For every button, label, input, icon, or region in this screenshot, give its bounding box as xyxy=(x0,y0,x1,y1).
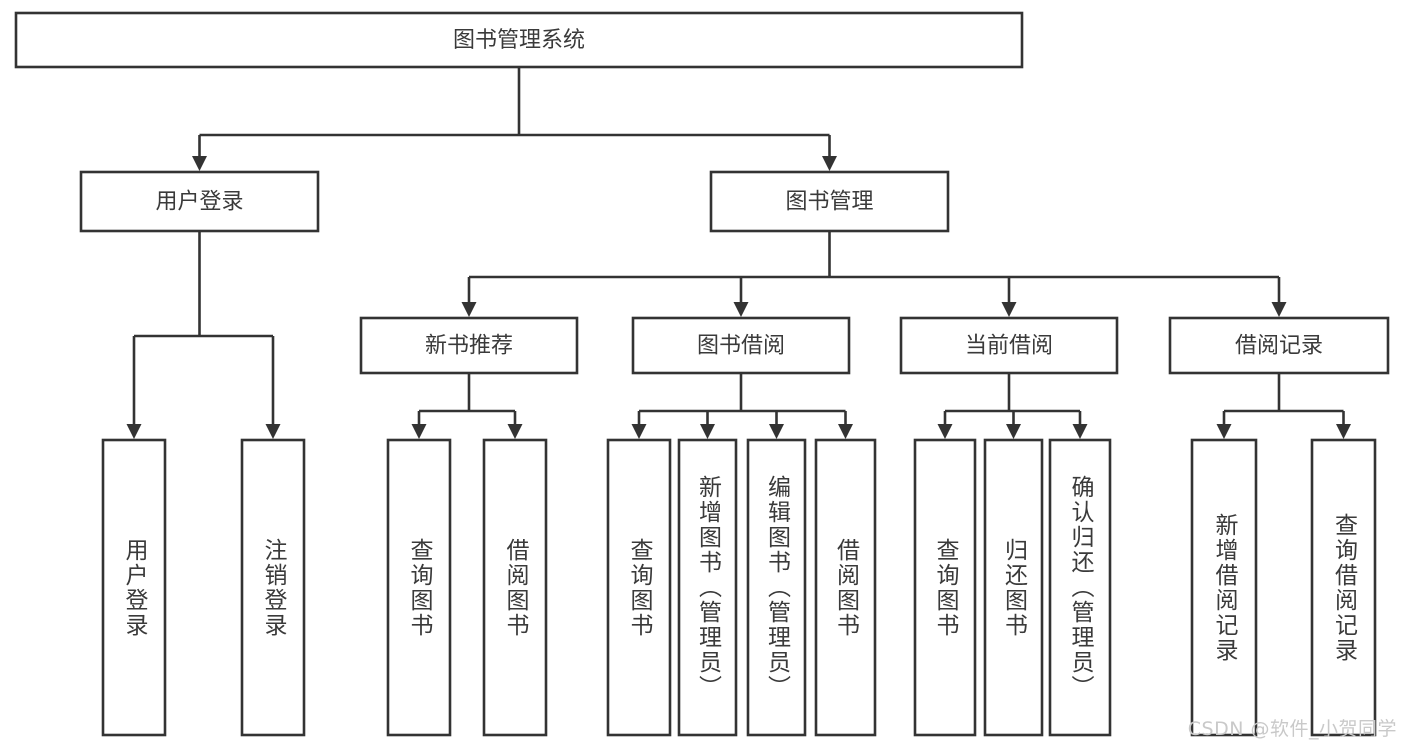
node-book-manage-box[interactable] xyxy=(709,170,950,233)
bookmanage-to-new-book-recommend-arrow-icon xyxy=(461,302,477,317)
node-leaf-add-record-box[interactable] xyxy=(1190,438,1258,737)
node-leaf-borrow-book-1-box[interactable] xyxy=(482,438,548,737)
node-borrow-record-label: 借阅记录 xyxy=(1235,334,1323,359)
node-book-manage-label: 图书管理 xyxy=(785,190,873,215)
borrow-record-to-leaf-query-record-arrow-icon xyxy=(1336,424,1351,439)
new-book-recommend-to-leaf-borrow-book-1-arrow-icon xyxy=(507,424,523,439)
node-leaf-logout-box[interactable] xyxy=(240,438,306,737)
csdn-watermark: CSDN @软件_小贺同学 xyxy=(1187,718,1397,740)
book-borrow-to-leaf-query-book-2-arrow-icon xyxy=(631,424,647,439)
current-borrow-to-leaf-return-book-arrow-icon xyxy=(1006,424,1021,439)
node-leaf-borrow-book-2-box[interactable] xyxy=(814,438,877,737)
bookmanage-to-current-borrow-arrow-icon xyxy=(1001,302,1017,317)
node-book-manage[interactable]: 图书管理 xyxy=(709,170,950,233)
node-current-borrow-box[interactable] xyxy=(899,316,1119,375)
node-new-book-recommend-box[interactable] xyxy=(359,316,579,375)
current-borrow-to-leaf-query-book-3-arrow-icon xyxy=(937,424,953,439)
node-root-box[interactable] xyxy=(14,11,1024,69)
borrow-record-to-leaf-add-record-arrow-icon xyxy=(1216,424,1232,439)
node-leaf-query-book-1-box[interactable] xyxy=(386,438,452,737)
new-book-recommend-to-leaf-query-book-1-arrow-icon xyxy=(411,424,427,439)
node-user-login[interactable]: 用户登录 xyxy=(79,170,320,233)
node-book-borrow-label: 图书借阅 xyxy=(697,334,785,359)
node-current-borrow[interactable]: 当前借阅 xyxy=(899,316,1119,375)
book-borrow-to-leaf-add-book-arrow-icon xyxy=(700,424,715,439)
node-current-borrow-label: 当前借阅 xyxy=(965,334,1053,359)
user-login-to-leaf-logout-arrow-icon xyxy=(265,424,281,439)
node-user-login-label: 用户登录 xyxy=(155,190,243,215)
user-login-to-leaf-user-login-arrow-icon xyxy=(126,424,142,439)
book-borrow-to-leaf-borrow-book-2-arrow-icon xyxy=(838,424,853,439)
node-leaf-return-book-box[interactable] xyxy=(983,438,1044,737)
node-borrow-record[interactable]: 借阅记录 xyxy=(1168,316,1390,375)
node-leaf-edit-book-box[interactable] xyxy=(746,438,807,737)
node-borrow-record-box[interactable] xyxy=(1168,316,1390,375)
node-leaf-add-book-box[interactable] xyxy=(677,438,738,737)
current-borrow-to-leaf-confirm-return-arrow-icon xyxy=(1072,424,1088,439)
node-leaf-confirm-return-box[interactable] xyxy=(1048,438,1112,737)
node-leaf-query-record-box[interactable] xyxy=(1310,438,1377,737)
node-book-borrow-box[interactable] xyxy=(631,316,851,375)
node-leaf-user-login-box[interactable] xyxy=(101,438,167,737)
node-root[interactable]: 图书管理系统 xyxy=(14,11,1024,69)
book-borrow-to-leaf-edit-book-arrow-icon xyxy=(769,424,784,439)
root-to-book-manage-arrow-icon xyxy=(822,156,837,171)
root-to-user-login-arrow-icon xyxy=(192,156,207,171)
node-new-book-recommend-label: 新书推荐 xyxy=(425,334,513,359)
node-leaf-query-book-3-box[interactable] xyxy=(913,438,977,737)
node-new-book-recommend[interactable]: 新书推荐 xyxy=(359,316,579,375)
bookmanage-to-book-borrow-arrow-icon xyxy=(733,302,749,317)
node-leaf-query-book-2-box[interactable] xyxy=(606,438,672,737)
node-book-borrow[interactable]: 图书借阅 xyxy=(631,316,851,375)
node-user-login-box[interactable] xyxy=(79,170,320,233)
node-root-label: 图书管理系统 xyxy=(453,28,585,53)
bookmanage-to-borrow-record-arrow-icon xyxy=(1271,302,1287,317)
